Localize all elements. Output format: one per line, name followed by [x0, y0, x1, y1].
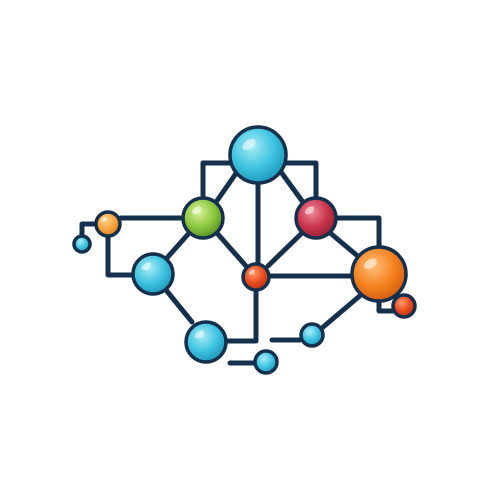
left-orange-small-node: [94, 210, 122, 238]
edge-hub-green: [211, 169, 240, 208]
bottom-cyan-node: [184, 320, 228, 364]
orange-node: [350, 245, 408, 303]
edge-red-orange: [326, 229, 363, 261]
bottom-cyan-node-highlight: [194, 330, 205, 339]
edge-hub-red: [278, 169, 308, 208]
left-orange-small-node-circle: [94, 210, 122, 238]
top-hub: [228, 125, 288, 185]
edges-group: [79, 160, 397, 366]
edge-leftcyan-bottomcyan: [163, 287, 195, 325]
bottom-small-cyan-node: [299, 322, 325, 348]
left-tiny-cyan-node-circle: [72, 234, 92, 254]
top-hub-circle: [228, 125, 288, 185]
bottom-small-cyan-node-circle: [299, 322, 325, 348]
right-orange-small-node-circle: [391, 293, 417, 319]
edge-left-down: [105, 233, 136, 278]
center-node: [241, 262, 271, 292]
bottom-tiny-cyan-node: [253, 349, 279, 375]
orange-node-highlight: [364, 258, 377, 270]
bottom-tiny-cyan-node-circle: [253, 349, 279, 375]
green-node-circle: [181, 196, 225, 240]
edge-green-left-cyan: [163, 229, 193, 262]
red-node-circle: [294, 196, 338, 240]
right-orange-small-node: [391, 293, 417, 319]
edge-orange-bottom-small: [319, 291, 365, 331]
bottom-cyan-node-circle: [184, 320, 228, 364]
top-hub-highlight: [242, 138, 256, 150]
orange-node-circle: [350, 245, 408, 303]
green-node-highlight: [191, 206, 202, 215]
edge-hub-bracket-left: [200, 160, 235, 203]
left-cyan-node-circle: [131, 252, 175, 296]
edge-red-center: [265, 229, 306, 269]
green-node: [181, 196, 225, 240]
edge-left-bracket: [79, 221, 98, 239]
center-node-highlight: [248, 269, 255, 275]
center-node-circle: [241, 262, 271, 292]
edge-red-orange-bracket: [334, 215, 382, 251]
nodes-group: [72, 125, 417, 375]
left-tiny-cyan-node: [72, 234, 92, 254]
left-orange-small-node-highlight: [101, 217, 107, 222]
edge-green-center: [213, 229, 249, 269]
edge-hub-bracket-right: [283, 160, 319, 203]
left-cyan-node: [131, 252, 175, 296]
edge-bottomcyan-center: [223, 287, 259, 344]
left-cyan-node-highlight: [141, 262, 152, 271]
red-node: [294, 196, 338, 240]
red-node-highlight: [304, 206, 315, 215]
